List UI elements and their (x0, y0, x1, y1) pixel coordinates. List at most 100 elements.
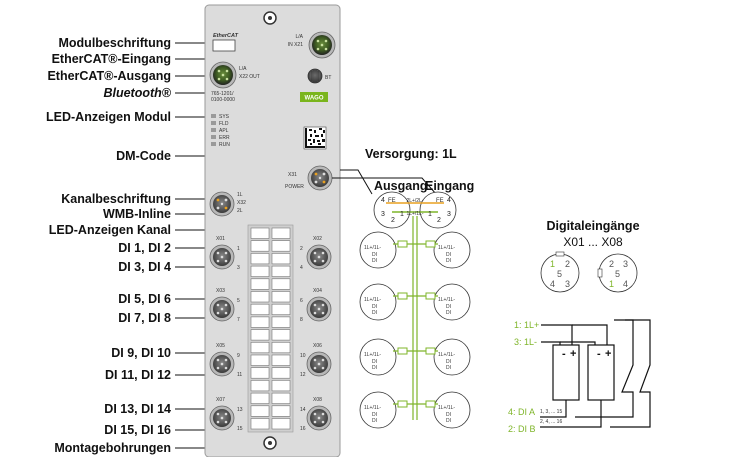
supply-cell-connector-icon (433, 283, 471, 321)
svg-text:1L+/1L-: 1L+/1L- (364, 245, 381, 251)
channel-number: 2 (300, 246, 303, 252)
fuse-icon (425, 240, 436, 248)
port-label: X05 (216, 343, 225, 349)
x32-label: X32 (237, 200, 246, 206)
svg-text:DI: DI (372, 258, 377, 264)
channel-label-cell (271, 303, 291, 316)
supply-cell-connector-icon (359, 338, 397, 376)
wire-di-b: 2: DI B (508, 424, 536, 434)
svg-text:1L+/1L-: 1L+/1L- (438, 245, 455, 251)
channel-label-cell (271, 354, 291, 366)
wiring-schematic: 1: 1L+ 3: 1L- 4: DI A 2: DI B 1, 3, ... … (508, 319, 651, 434)
x22-out-label: X22 OUT (239, 74, 260, 80)
svg-text:DI: DI (446, 359, 451, 365)
port-label: X02 (313, 236, 322, 242)
port-label: X01 (216, 236, 225, 242)
svg-text:1L+/1L-: 1L+/1L- (364, 352, 381, 358)
fuse-icon (397, 400, 408, 408)
svg-text:DI: DI (372, 412, 377, 418)
svg-text:4: 4 (623, 279, 628, 289)
article-number-sub: 0100-0000 (211, 97, 235, 103)
svg-text:DI: DI (446, 365, 451, 371)
label-di1-di2: DI 1, DI 2 (118, 241, 171, 255)
svg-text:1: 1 (550, 259, 555, 269)
channel-led-cell (250, 405, 270, 417)
channel-number: 3 (237, 265, 240, 271)
svg-text:+: + (605, 348, 611, 360)
fuse-icon (397, 347, 408, 355)
channel-led-cell (250, 367, 270, 379)
x32-2l-label: 2L (237, 208, 243, 214)
supply-cell-connector-icon (359, 231, 397, 269)
svg-text:1: 1 (428, 211, 432, 218)
supply-fe-right: FE (436, 198, 444, 204)
fuse-icon (425, 400, 436, 408)
ethercat-logo: EtherCAT (213, 33, 239, 39)
fuse-icon (397, 292, 408, 300)
wire-1l-plus: 1: 1L+ (514, 320, 539, 330)
label-di7-di8: DI 7, DI 8 (118, 311, 171, 325)
digital-title: Digitaleingänge (546, 219, 639, 233)
supply-bus-1l: 1L+/1L- (406, 211, 423, 217)
channel-led-cell (250, 240, 270, 252)
channel-led-cell (250, 316, 270, 328)
svg-text:1L+/1L-: 1L+/1L- (364, 405, 381, 411)
wire-1l-minus: 3: 1L- (514, 337, 537, 347)
wmb-inline-strip (247, 224, 294, 433)
svg-text:1L+/1L-: 1L+/1L- (438, 297, 455, 303)
channel-number: 5 (237, 298, 240, 304)
label-ethercat-eingang: EtherCAT®-Eingang (52, 52, 171, 66)
label-di3-di4: DI 3, DI 4 (118, 260, 171, 274)
svg-text:DI: DI (446, 304, 451, 310)
channel-number: 12 (300, 372, 306, 378)
wire-di-a: 4: DI A (508, 407, 535, 417)
channel-led-cell (250, 227, 270, 239)
label-led-anzeigen-modul: LED-Anzeigen Modul (46, 110, 171, 124)
svg-text:3: 3 (565, 279, 570, 289)
supply-fe-left: FE (388, 198, 396, 204)
channel-label-cell (271, 329, 291, 341)
svg-text:3: 3 (623, 259, 628, 269)
channel-number: 1 (237, 246, 240, 252)
supply-in-connector-icon (419, 191, 457, 229)
port-label: X06 (313, 343, 322, 349)
label-kanalbeschriftung: Kanalbeschriftung (61, 192, 171, 206)
supply-cell-connector-icon (359, 283, 397, 321)
svg-text:DI: DI (446, 252, 451, 258)
led-run: RUN (219, 142, 230, 148)
x21-la-label: L/A (295, 34, 303, 40)
bluetooth-icon (307, 68, 323, 84)
channel-label-cell (271, 405, 291, 417)
led-fld: FLD (219, 121, 229, 127)
led-err: ERR (219, 135, 230, 141)
channel-label-cell (271, 380, 291, 392)
svg-text:DI: DI (372, 359, 377, 365)
svg-text:DI: DI (446, 412, 451, 418)
channel-label-cell (271, 227, 291, 239)
digital-inputs-section: Digitaleingänge X01 ... X08 1 2 5 4 3 2 … (508, 219, 651, 434)
svg-text:1L+/1L-: 1L+/1L- (438, 352, 455, 358)
svg-text:3: 3 (447, 211, 451, 218)
svg-text:4: 4 (447, 197, 451, 204)
channel-number: 13 (237, 407, 243, 413)
svg-text:2: 2 (609, 259, 614, 269)
port-x01: X01 1 3 (209, 236, 240, 271)
range-b: 2, 4, ... 16 (540, 419, 562, 425)
svg-text:2: 2 (565, 259, 570, 269)
label-bluetooth: Bluetooth® (103, 86, 171, 100)
svg-text:-: - (597, 348, 601, 360)
channel-number: 15 (237, 426, 243, 432)
fuse-icon (397, 240, 408, 248)
article-number: 765-1201/ (211, 91, 234, 97)
channel-label-cell (271, 316, 291, 328)
svg-text:2: 2 (391, 217, 395, 224)
